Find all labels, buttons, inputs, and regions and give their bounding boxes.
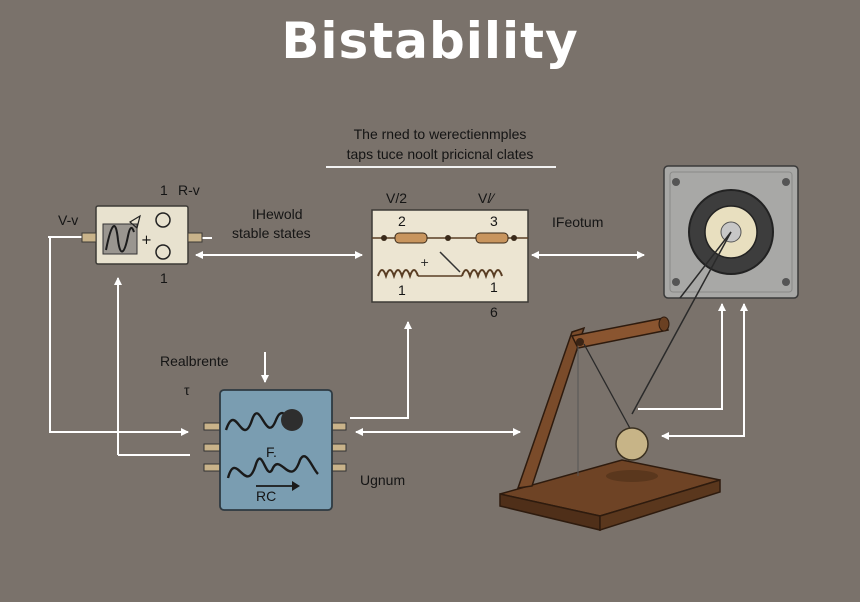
svg-text:+: + [141,233,152,248]
center-resistor-panel: + [371,209,529,303]
caption-line-2: taps tuce noolt pricicnal clates [346,146,534,162]
caption-underline [326,166,556,168]
caption-line-1: The rned to werectienmples [353,126,527,142]
center-number-6: 6 [490,304,498,320]
center-top-left-label: V/2 [386,190,408,206]
stable-states-line-1: IHewold [252,206,303,222]
feotum-label: IFeotum [552,214,604,230]
diagram-title: Bistability [281,12,579,70]
center-number-2: 2 [398,213,406,229]
left-oscillator-block: + [81,205,203,265]
arrow-chip-to-center [350,321,412,419]
left-block-bottom-number: 1 [160,270,168,286]
rc-chip [203,389,347,511]
chip-f-label: F. [266,444,277,460]
arrow-speaker-loop-1 [638,303,726,410]
pendulum-stand [499,316,721,532]
arrow-left-loop [49,237,189,436]
chip-rc-label: RC [256,488,277,504]
speaker-unit [631,165,799,415]
left-block-top-number: 1 [160,182,168,198]
arrow-speaker-loop-2 [661,303,748,440]
left-block-top-label: R-v [178,182,200,198]
center-number-1-left: 1 [398,282,406,298]
center-number-1-right: 1 [490,279,498,295]
stable-states-line-2: stable states [232,225,311,241]
ugnum-label: Ugnum [360,472,406,488]
realbrente-label: Realbrente [160,353,229,369]
connector-arrows [48,236,748,456]
center-top-right-label: V/⁄ [478,190,494,206]
svg-text:+: + [420,256,429,269]
small-mark-label: τ [184,382,190,398]
center-number-3: 3 [490,213,498,229]
left-input-label: V-v [58,212,79,228]
